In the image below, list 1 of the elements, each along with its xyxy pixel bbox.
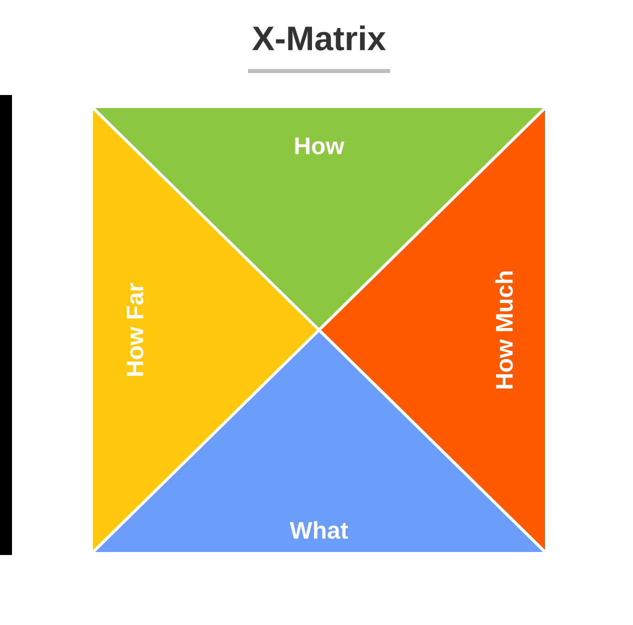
title: X-Matrix — [252, 26, 386, 50]
